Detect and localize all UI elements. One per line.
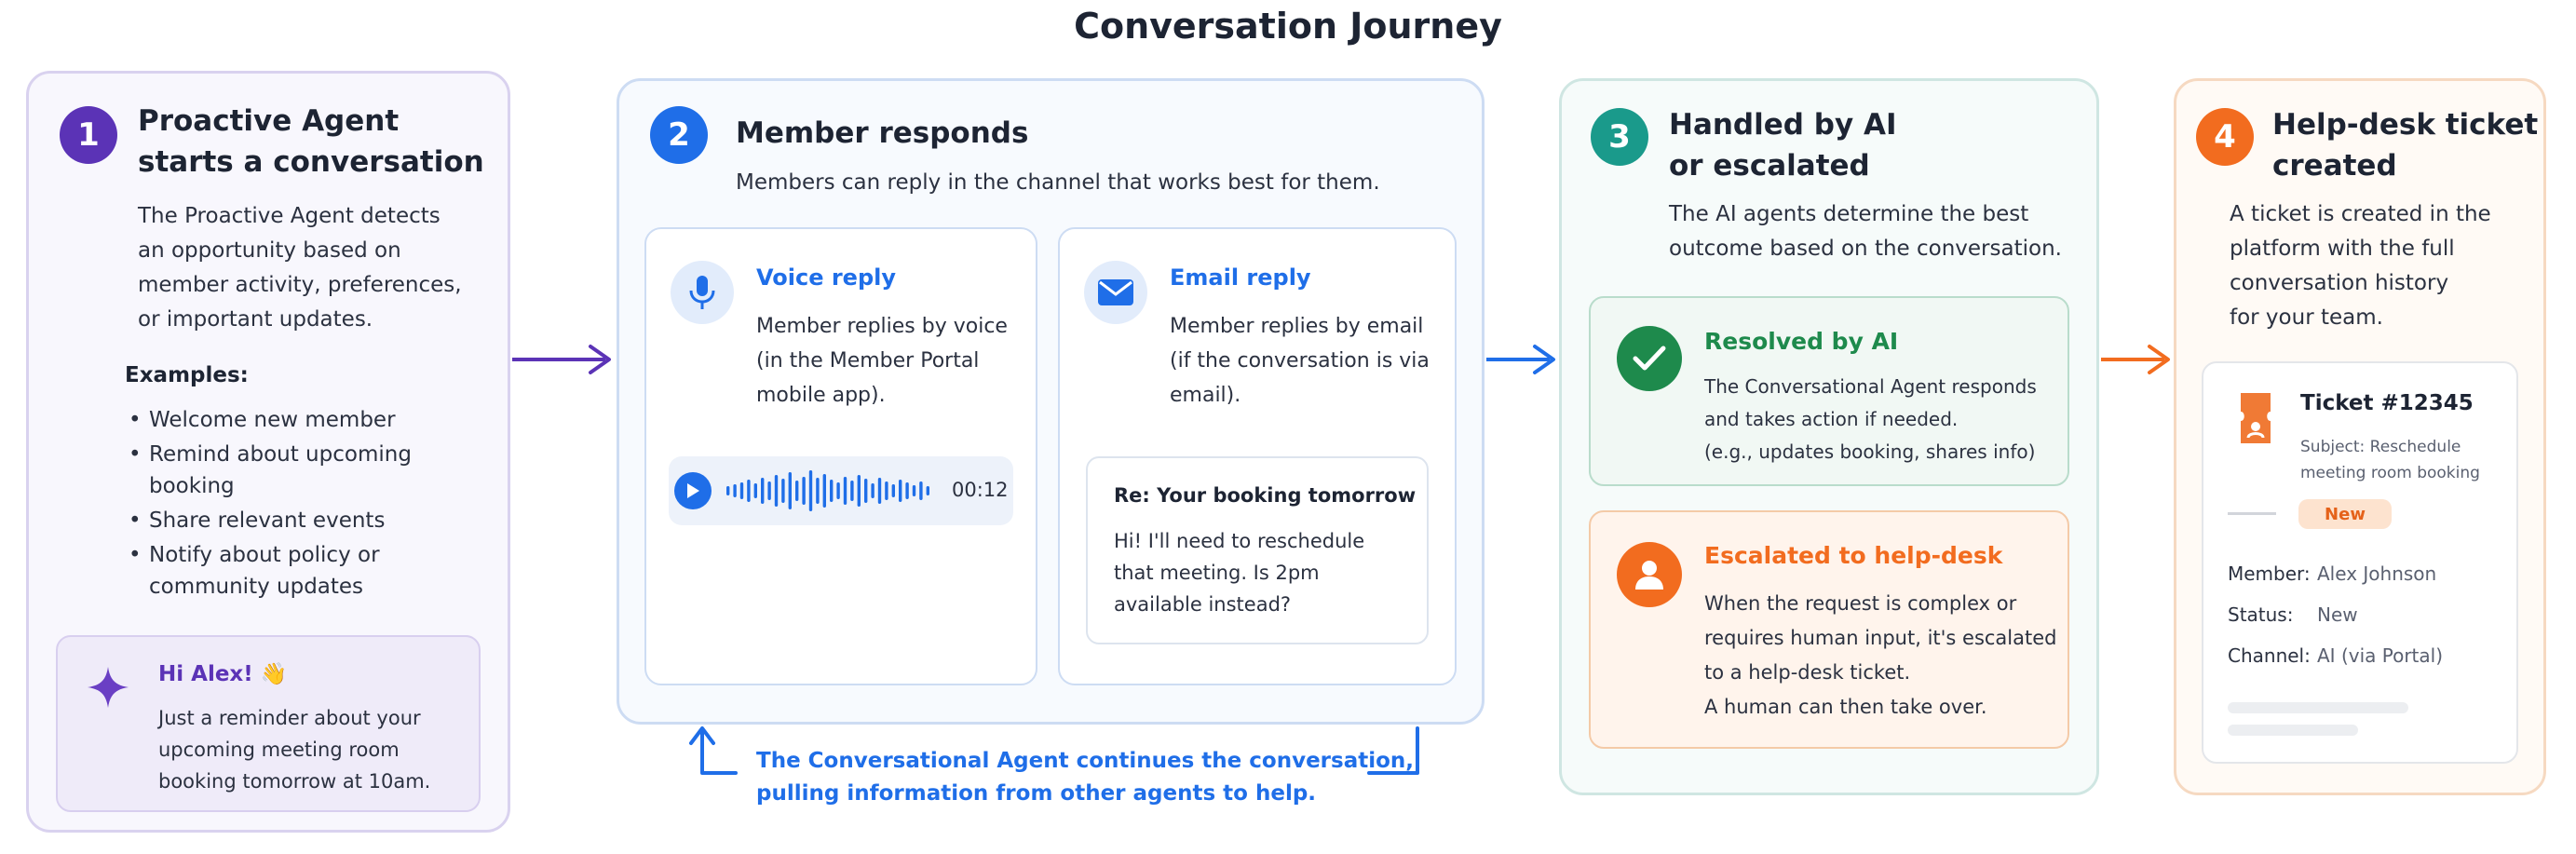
audio-duration: 00:12	[952, 479, 1009, 501]
step-1-number: 1	[60, 106, 117, 164]
ticket-field: Member:Alex Johnson	[2228, 563, 2437, 585]
step-2-description: Members can reply in the channel that wo…	[736, 170, 1380, 195]
waveform-bar	[816, 478, 820, 504]
step-3-description: The AI agents determine the best outcome…	[1669, 202, 2062, 261]
waveform-bar	[753, 483, 757, 498]
step-3-number: 3	[1591, 108, 1648, 166]
waveform-bar	[774, 475, 779, 507]
waveform-bar	[788, 472, 792, 509]
waveform-bar	[822, 474, 826, 508]
email-reply-title: Email reply	[1170, 264, 1311, 291]
ticket-subject: Subject: Reschedule meeting room booking	[2300, 438, 2480, 482]
ticket-icon	[2241, 393, 2271, 443]
loop-arrow	[689, 726, 1419, 775]
microphone-icon	[671, 261, 734, 324]
ticket-field: Channel:AI (via Portal)	[2228, 644, 2444, 667]
waveform-bar	[905, 482, 909, 499]
step-1-heading: Proactive Agent starts a conversation	[138, 104, 484, 179]
waveform-bar	[802, 477, 806, 505]
waveform-bar	[739, 482, 744, 499]
arrow-3-to-4	[2101, 345, 2170, 374]
escalated-title: Escalated to help-desk	[1704, 542, 2003, 569]
audio-waveform	[726, 470, 929, 511]
person-icon	[1617, 542, 1682, 607]
loop-caption: The Conversational Agent continues the c…	[756, 749, 1415, 806]
email-reply-description: Member replies by email (if the conversa…	[1170, 315, 1430, 407]
resolved-title: Resolved by AI	[1704, 328, 1899, 355]
escalated-description: When the request is complex or requires …	[1704, 592, 2057, 718]
step-2-number: 2	[650, 106, 708, 164]
waveform-bar	[877, 478, 882, 504]
waveform-bar	[843, 477, 847, 505]
reminder-message: Hi Alex! 👋 Just a reminder about your up…	[56, 635, 481, 812]
page-title: Conversation Journey	[1074, 6, 1502, 47]
waveform-bar	[767, 481, 771, 500]
voice-reply-title: Voice reply	[756, 264, 896, 291]
voice-reply-description: Member replies by voice (in the Member P…	[756, 315, 1008, 407]
resolved-description: The Conversational Agent responds and ta…	[1704, 375, 2037, 463]
escalated-card: Escalated to help-desk When the request …	[1589, 510, 2069, 749]
examples-list: Welcome new member Remind about upcoming…	[125, 404, 497, 605]
waveform-bar	[891, 484, 895, 497]
waveform-bar	[919, 481, 923, 500]
step-3-heading: Handled by AI or escalated	[1669, 108, 1897, 183]
waveform-bar	[864, 479, 868, 503]
waveform-bar	[761, 478, 765, 504]
waveform-bar	[830, 480, 834, 502]
email-preview: Re: Your booking tomorrow Hi! I'll need …	[1086, 456, 1429, 644]
arrow-1-to-2	[512, 345, 611, 374]
ticket-card: Ticket #12345 Subject: Reschedule meetin…	[2202, 361, 2518, 764]
sparkle-icon	[88, 667, 129, 708]
waveform-bar	[857, 475, 861, 507]
ticket-divider	[2228, 512, 2276, 515]
placeholder-line	[2228, 702, 2408, 713]
waveform-bar	[885, 481, 888, 500]
step-1-description: The Proactive Agent detects an opportuni…	[138, 204, 462, 332]
step-4-number: 4	[2196, 108, 2254, 166]
waveform-bar	[726, 486, 730, 495]
ticket-id: Ticket #12345	[2300, 391, 2474, 415]
checkmark-icon	[1617, 326, 1682, 391]
email-subject: Re: Your booking tomorrow	[1114, 484, 1417, 507]
examples-label: Examples:	[125, 363, 249, 387]
waveform-bar	[926, 486, 929, 495]
waveform-bar	[836, 482, 840, 499]
status-badge: New	[2298, 499, 2392, 529]
step-4-heading: Help-desk ticket created	[2272, 108, 2539, 183]
arrow-2-to-3	[1486, 345, 1555, 374]
voice-message-player[interactable]: 00:12	[669, 456, 1013, 525]
waveform-bar	[747, 480, 751, 502]
waveform-bar	[850, 481, 854, 501]
list-item: Welcome new member	[125, 404, 497, 436]
waveform-bar	[912, 485, 916, 496]
envelope-icon	[1084, 261, 1147, 324]
waveform-bar	[899, 480, 902, 502]
list-item: Share relevant events	[125, 505, 497, 536]
step-4-description: A ticket is created in the platform with…	[2230, 202, 2491, 330]
resolved-by-ai-card: Resolved by AI The Conversational Agent …	[1589, 296, 2069, 486]
ticket-field: Status:New	[2228, 603, 2358, 626]
placeholder-line	[2228, 725, 2358, 736]
waveform-bar	[871, 483, 874, 498]
message-body: Just a reminder about your upcoming meet…	[158, 707, 431, 793]
waveform-bar	[781, 479, 785, 503]
step-2-heading: Member responds	[736, 116, 1029, 150]
ticket-fields: Member:Alex Johnson Status:New Channel:A…	[2228, 553, 2443, 676]
play-icon[interactable]	[674, 472, 712, 509]
email-body: Hi! I'll need to reschedule that meeting…	[1114, 530, 1365, 616]
waveform-bar	[795, 481, 799, 501]
waveform-bar	[733, 484, 737, 497]
waveform-bar	[808, 470, 813, 511]
message-greeting: Hi Alex! 👋	[158, 662, 288, 686]
